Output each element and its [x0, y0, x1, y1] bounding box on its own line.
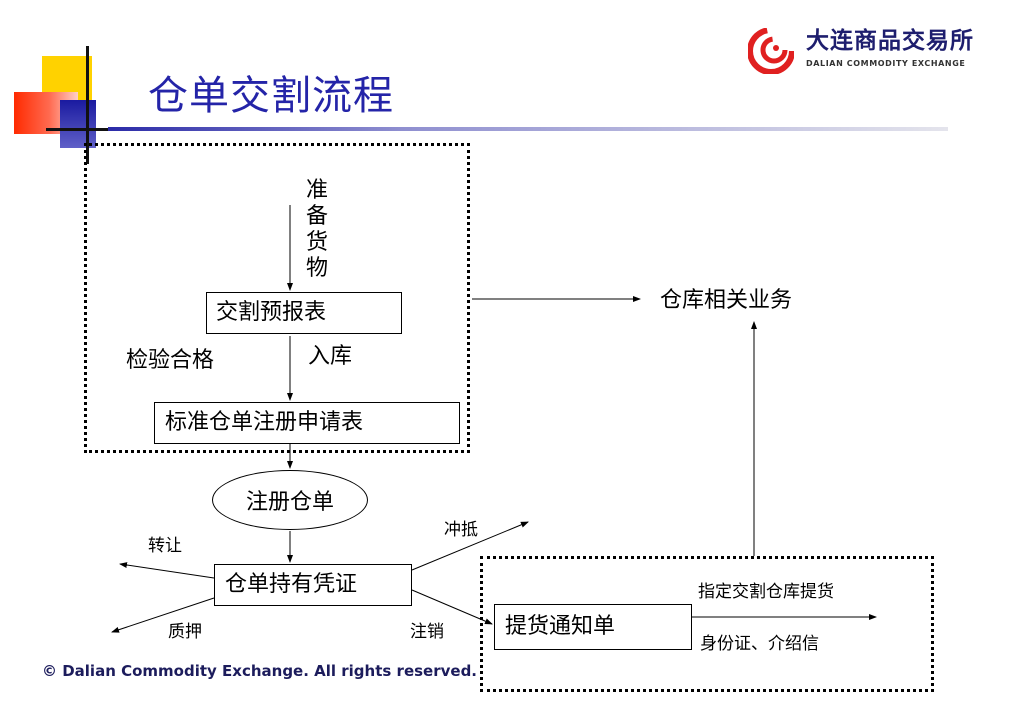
arrow-holding-to-offset	[411, 521, 529, 571]
logo-english-name: DALIAN COMMODITY EXCHANGE	[806, 59, 966, 68]
pledge-label: 质押	[168, 622, 202, 642]
cancel-label: 注销	[410, 622, 444, 642]
decor-horizontal-line	[46, 128, 108, 131]
arrow-holding-to-transfer	[119, 562, 215, 579]
registration-stage-group	[84, 143, 470, 453]
delivery-forecast-label: 交割预报表	[216, 300, 327, 325]
warehousing-label: 入库	[308, 344, 353, 369]
warehouse-business-label: 仓库相关业务	[660, 288, 793, 313]
register-receipt-label: 注册仓单	[245, 490, 334, 515]
arrow-holding-to-pledge	[111, 597, 215, 633]
pickup-stage-group	[480, 556, 934, 692]
pickup-notice-label: 提货通知单	[505, 614, 616, 639]
designated-pickup-label: 指定交割仓库提货	[698, 582, 834, 602]
decor-vertical-line	[86, 46, 89, 164]
offset-label: 冲抵	[444, 520, 478, 540]
receipt-holding-box: 仓单持有凭证	[214, 564, 412, 606]
page-title: 仓单交割流程	[148, 73, 394, 119]
receipt-holding-label: 仓单持有凭证	[225, 572, 358, 597]
decor-blue-square	[60, 100, 96, 148]
inspection-passed-label: 检验合格	[126, 348, 215, 373]
pickup-notice-box: 提货通知单	[494, 604, 692, 650]
standard-registration-box: 标准仓单注册申请表	[154, 402, 460, 444]
standard-registration-label: 标准仓单注册申请表	[165, 410, 364, 435]
logo-chinese-name: 大连商品交易所	[806, 28, 974, 54]
prepare-goods-label: 准备货物	[305, 178, 328, 281]
delivery-forecast-box: 交割预报表	[206, 292, 402, 334]
dce-logo-icon	[748, 28, 794, 74]
register-receipt-node: 注册仓单	[212, 470, 368, 530]
arrow-holding-to-pickup	[411, 589, 493, 625]
transfer-label: 转让	[148, 536, 182, 556]
id-letter-label: 身份证、介绍信	[700, 634, 819, 654]
copyright-notice: © Dalian Commodity Exchange. All rights …	[42, 662, 477, 680]
title-underline	[108, 127, 948, 131]
